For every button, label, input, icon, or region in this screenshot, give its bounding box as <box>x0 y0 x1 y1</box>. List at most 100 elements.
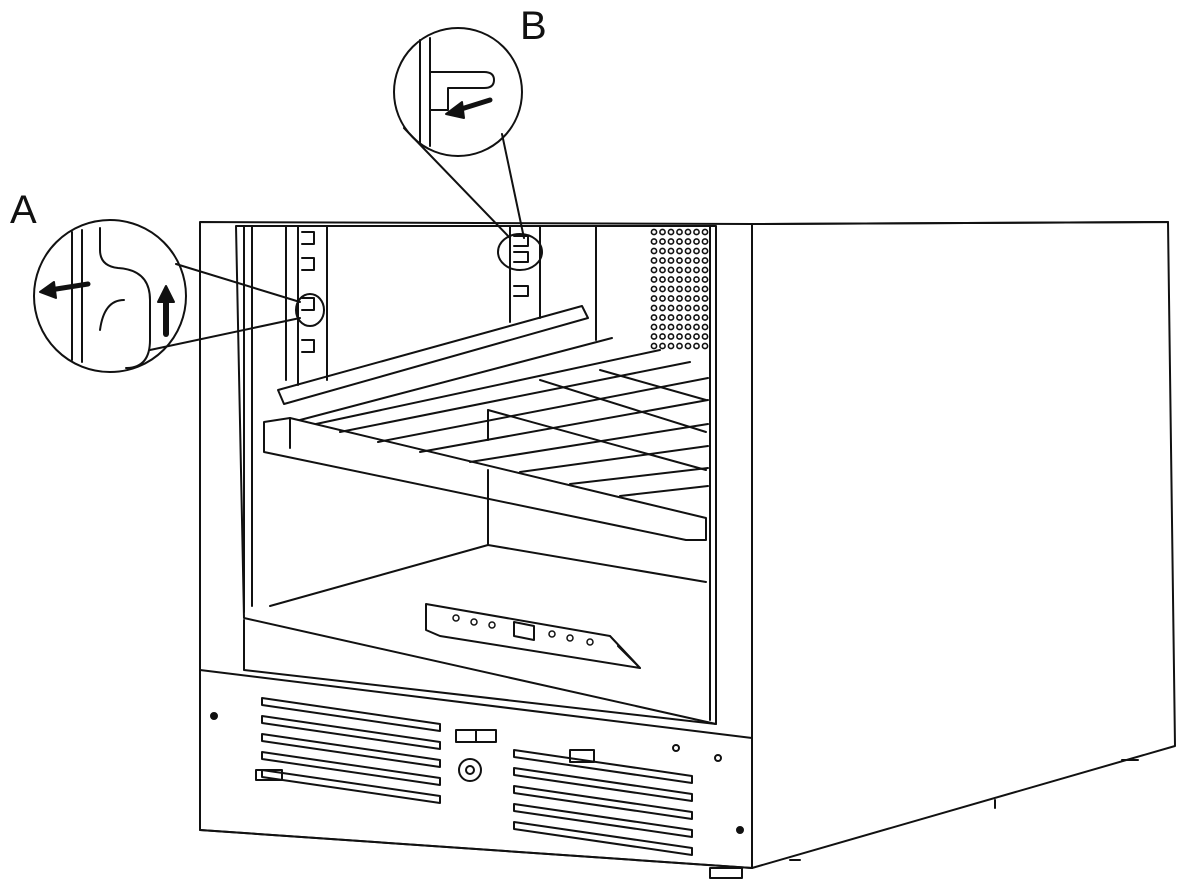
perforation-hole <box>659 247 666 255</box>
callout-b-detail <box>393 27 543 271</box>
perforation-hole <box>701 342 709 350</box>
perforation-hole <box>659 314 666 321</box>
perforation-hole <box>676 323 683 331</box>
perforation-hole <box>650 295 658 302</box>
left-shelf-rail <box>297 225 328 386</box>
vent-slot <box>261 751 441 786</box>
perforation-hole <box>701 314 709 321</box>
vent-slot <box>261 733 441 768</box>
side-panel <box>751 221 1176 869</box>
left-vent-slots <box>261 697 441 804</box>
perforation-hole <box>650 285 658 293</box>
perforation-hole <box>659 323 666 331</box>
perforation-hole <box>684 304 692 312</box>
perforation-hole <box>684 285 692 293</box>
perforation-hole <box>693 285 700 293</box>
vent-slot <box>513 785 693 820</box>
perforation-hole <box>676 304 683 312</box>
perforation-hole <box>684 333 692 340</box>
control-panel <box>425 603 641 669</box>
perforation-hole <box>676 228 683 236</box>
perforation-hole <box>684 247 692 255</box>
perforation-hole <box>684 228 692 236</box>
perforation-hole <box>650 238 658 245</box>
perforation-hole <box>701 228 709 236</box>
perforation-hole <box>684 276 692 283</box>
perforation-hole <box>650 228 658 236</box>
control-button-icon <box>586 638 594 646</box>
control-buttons <box>452 614 594 646</box>
vent-slot <box>261 769 441 804</box>
perforation-hole <box>693 323 700 331</box>
perforation-hole <box>659 238 666 245</box>
perforation-hole <box>693 257 700 264</box>
perforation-hole <box>693 266 700 274</box>
perforation-hole <box>701 257 709 264</box>
perforation-hole <box>650 276 658 283</box>
perforation-hole <box>667 257 675 264</box>
perforation-hole <box>659 285 666 293</box>
perforation-hole <box>676 247 683 255</box>
perforation-hole <box>659 276 666 283</box>
perforation-hole <box>693 342 700 350</box>
right-shelf-rail <box>509 225 541 323</box>
control-button-icon <box>470 618 478 626</box>
perforation-hole <box>659 266 666 274</box>
vent-slot <box>513 749 693 784</box>
perforation-hole <box>693 314 700 321</box>
vent-slot <box>513 821 693 856</box>
perforation-hole <box>650 333 658 340</box>
wine-shelf <box>263 305 709 541</box>
perforation-hole <box>650 257 658 264</box>
perforation-hole <box>650 304 658 312</box>
vent-slot <box>261 715 441 750</box>
perforation-hole <box>667 247 675 255</box>
perforation-hole <box>684 323 692 331</box>
door-frame <box>199 225 753 739</box>
perforation-hole <box>693 228 700 236</box>
perforation-hole <box>659 304 666 312</box>
perforation-hole <box>676 238 683 245</box>
perforation-hole <box>701 295 709 302</box>
perforation-hole <box>667 342 675 350</box>
control-button-icon <box>566 634 574 642</box>
perforation-hole <box>693 333 700 340</box>
perforation-hole <box>684 342 692 350</box>
perforation-hole <box>659 342 666 350</box>
perforation-hole <box>650 342 658 350</box>
perforation-hole <box>676 333 683 340</box>
perforation-hole <box>676 295 683 302</box>
vent-slot <box>513 767 693 802</box>
perforation-hole <box>650 266 658 274</box>
perforation-hole <box>701 247 709 255</box>
perforation-hole <box>667 285 675 293</box>
perforation-hole <box>701 266 709 274</box>
perforation-hole <box>676 342 683 350</box>
perforation-hole <box>684 257 692 264</box>
control-button-icon <box>452 614 460 622</box>
perforation-hole <box>667 295 675 302</box>
perforation-hole <box>676 314 683 321</box>
perforation-hole <box>659 295 666 302</box>
perforation-hole <box>701 323 709 331</box>
perforation-hole <box>659 333 666 340</box>
perforation-hole <box>676 266 683 274</box>
perforation-hole <box>693 295 700 302</box>
perforation-hole <box>667 228 675 236</box>
perforation-hole <box>667 276 675 283</box>
perforation-hole <box>693 247 700 255</box>
perforation-hole <box>667 323 675 331</box>
perforation-hole <box>701 285 709 293</box>
perforation-hole <box>650 323 658 331</box>
perforated-panel <box>650 228 709 350</box>
perforation-hole <box>693 238 700 245</box>
callout-a-detail <box>33 219 325 373</box>
control-button-icon <box>548 630 556 638</box>
perforation-hole <box>676 276 683 283</box>
base-grille <box>199 697 753 879</box>
callout-label-a: A <box>10 188 37 232</box>
perforation-hole <box>667 304 675 312</box>
perforation-hole <box>693 276 700 283</box>
